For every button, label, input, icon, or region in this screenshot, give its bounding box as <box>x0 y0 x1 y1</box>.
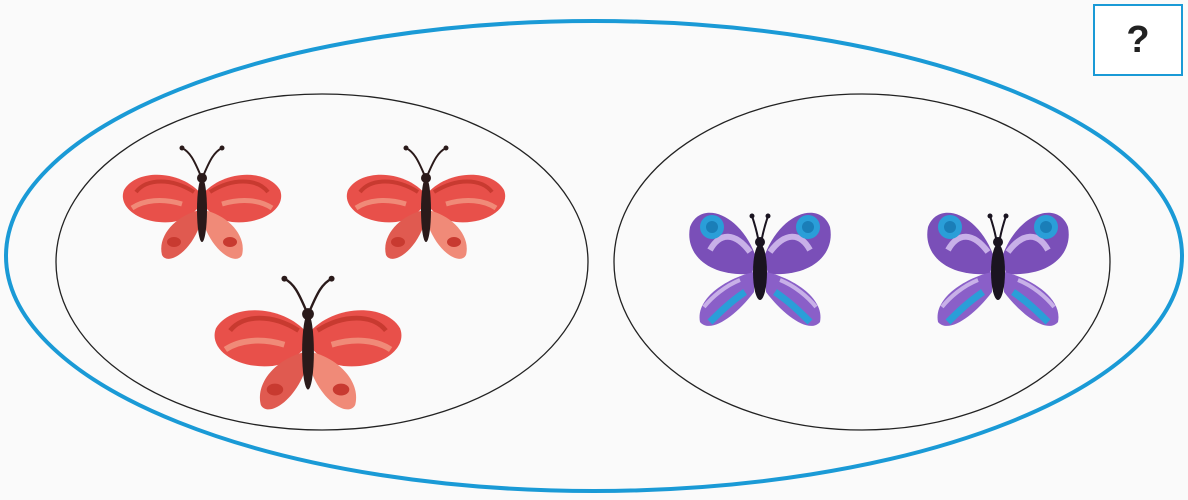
red-butterfly-icon <box>347 146 505 259</box>
purple-butterfly-icon <box>927 213 1068 326</box>
purple-butterfly-icon <box>689 213 830 326</box>
red-butterfly-icon <box>215 276 402 410</box>
question-box: ? <box>1093 4 1183 76</box>
red-butterfly-icon <box>123 146 281 259</box>
question-mark: ? <box>1126 19 1149 62</box>
